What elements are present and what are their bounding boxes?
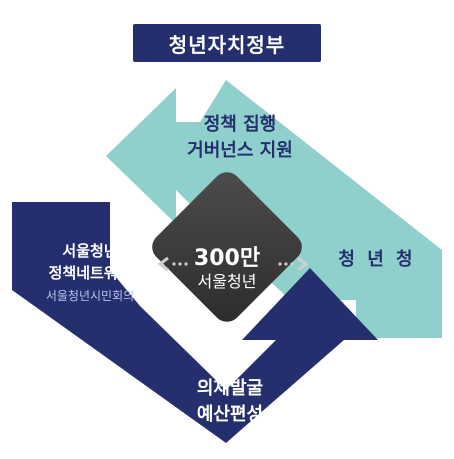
center-diamond: [152, 172, 302, 322]
right-dots-arrow-icon: [278, 256, 309, 272]
diagram-title: 청년자치정부: [133, 24, 321, 62]
left-box-label-line2: 정책네트워크: [48, 264, 132, 282]
top-arrow-label-line2: 거버넌스 지원: [187, 140, 293, 161]
right-label: 청 년 청: [338, 249, 416, 270]
teal-arrow-shape: [106, 80, 442, 338]
left-box-label-line1: 서울청년: [62, 242, 118, 260]
top-arrow-label-line1: 정책 집행: [203, 114, 277, 135]
navy-arrow-shape: [12, 202, 378, 443]
left-dots-arrow-icon: [157, 256, 188, 272]
bottom-arrow-label-line1: 의제발굴: [196, 378, 264, 399]
left-box-sublabel: 서울청년시민회의: [45, 289, 135, 303]
center-label: 서울청년: [197, 272, 257, 291]
bottom-arrow-label-line2: 예산편성: [196, 404, 264, 425]
center-number: 300만: [193, 246, 261, 271]
